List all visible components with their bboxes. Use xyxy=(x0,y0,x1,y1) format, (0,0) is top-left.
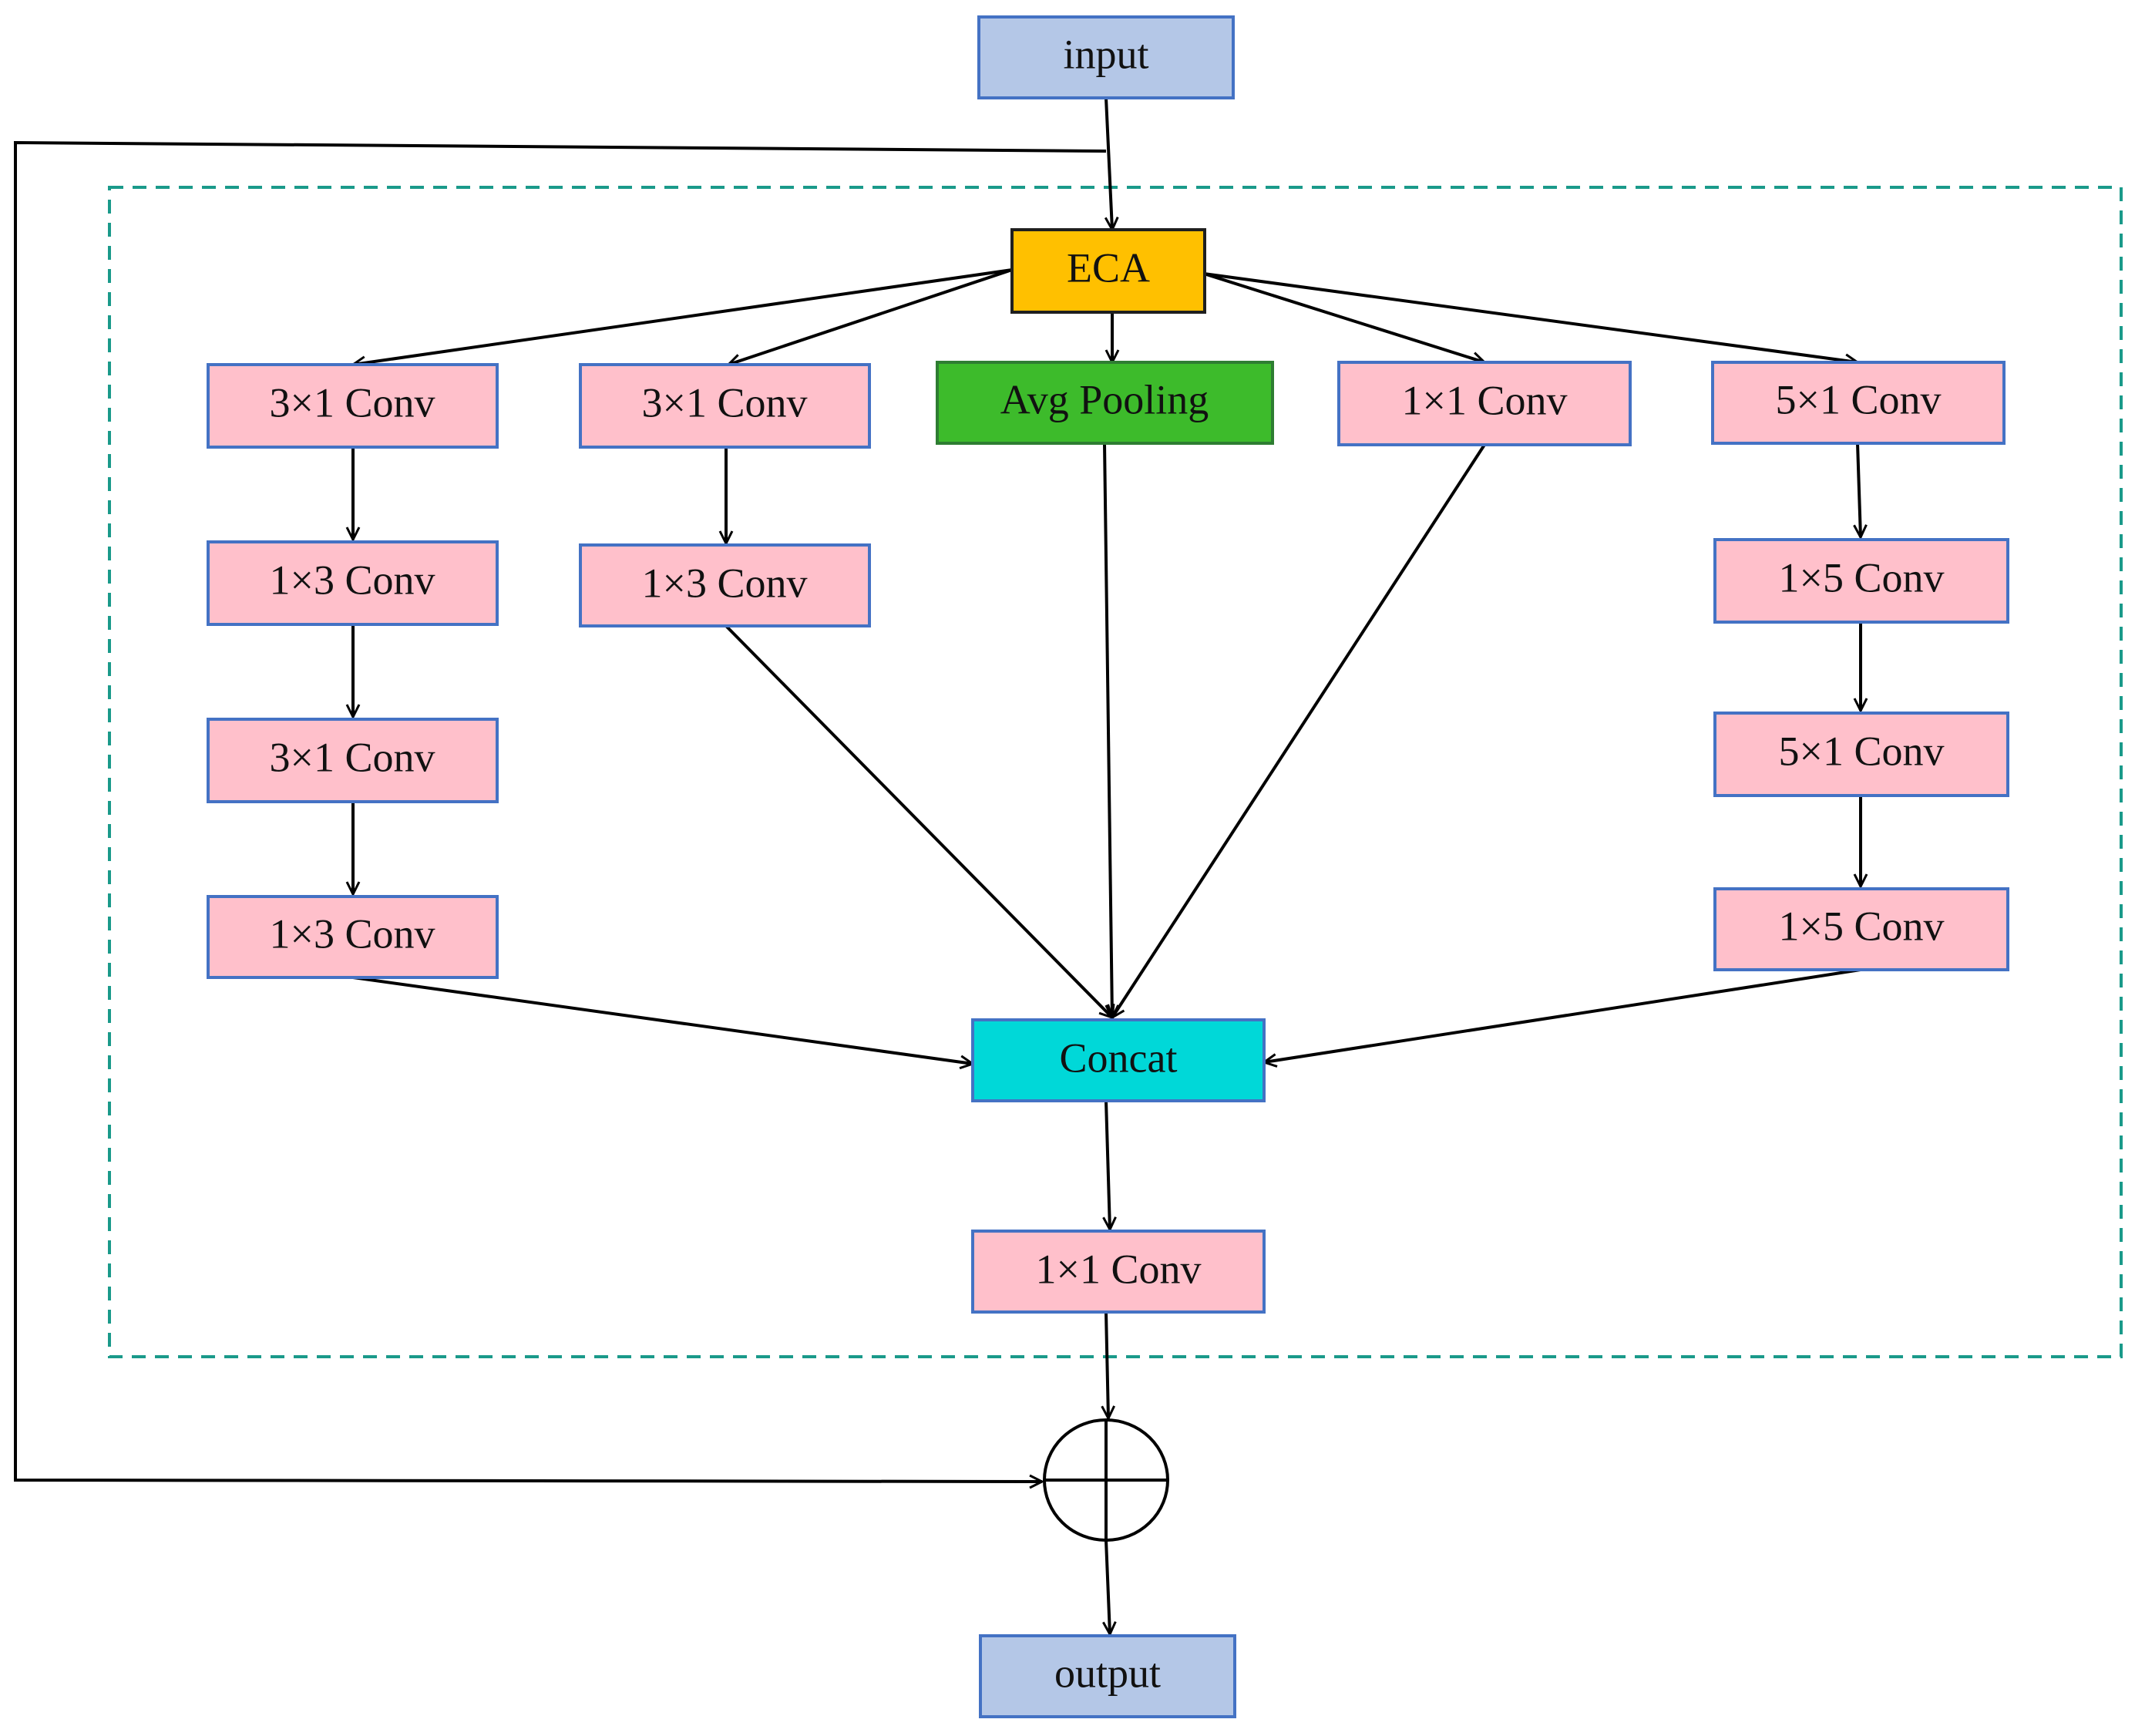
eca-label: ECA xyxy=(1067,244,1150,291)
b4-conv-1-label: 1×1 Conv xyxy=(1402,377,1568,423)
branch-2: 3×1 Conv 1×3 Conv xyxy=(579,363,871,627)
input-label: input xyxy=(1063,31,1148,77)
avg-pooling-box xyxy=(936,361,1274,445)
branch-5: 5×1 Conv 1×5 Conv 5×1 Conv 1×5 Conv xyxy=(1711,361,2009,971)
edge-b1-concat xyxy=(352,976,973,1064)
b5-conv-4-label: 1×5 Conv xyxy=(1779,903,1945,949)
input-box xyxy=(977,15,1235,99)
edge-pool-concat xyxy=(1103,442,1112,1018)
b1-conv-3-box xyxy=(207,718,499,803)
edge-add-output xyxy=(1106,1539,1110,1634)
b1-conv-4-label: 1×3 Conv xyxy=(270,910,435,957)
add-operation xyxy=(1043,1418,1169,1542)
b5-conv-2-box xyxy=(1713,538,2009,624)
edge-eca-b2 xyxy=(728,268,1013,365)
b5-conv-1-label: 5×1 Conv xyxy=(1776,376,1942,422)
b5-conv-2-label: 1×5 Conv xyxy=(1779,554,1945,601)
edge-final-add xyxy=(1106,1311,1108,1418)
avg-pooling-label: Avg Pooling xyxy=(1000,376,1209,422)
branch-1: 3×1 Conv 1×3 Conv 3×1 Conv 1×3 Conv xyxy=(207,363,499,979)
b2-conv-2-box xyxy=(579,543,871,627)
final-conv-node: 1×1 Conv xyxy=(971,1230,1266,1314)
edge-b5-1-2 xyxy=(1858,442,1861,537)
b5-conv-1-box xyxy=(1711,361,2006,445)
input-node: input xyxy=(977,15,1235,99)
edge-eca-b1 xyxy=(353,268,1013,365)
concat-box xyxy=(971,1018,1266,1102)
b5-conv-3-label: 5×1 Conv xyxy=(1779,728,1945,774)
b2-conv-1-label: 3×1 Conv xyxy=(642,379,808,426)
b1-conv-1-box xyxy=(207,363,499,449)
b2-conv-1-box xyxy=(579,363,871,449)
concat-node: Concat xyxy=(971,1018,1266,1102)
b5-conv-4-box xyxy=(1713,887,2009,971)
b1-conv-3-label: 3×1 Conv xyxy=(270,734,435,780)
b1-conv-4-box xyxy=(207,895,499,979)
output-node: output xyxy=(979,1634,1236,1718)
edge-input-eca xyxy=(1106,97,1112,230)
branch-3: Avg Pooling xyxy=(936,361,1274,445)
branch-4: 1×1 Conv xyxy=(1337,361,1632,446)
final-conv-label: 1×1 Conv xyxy=(1036,1246,1202,1292)
edges xyxy=(14,97,1861,1634)
b1-conv-1-label: 3×1 Conv xyxy=(270,379,435,426)
concat-label: Concat xyxy=(1060,1035,1178,1081)
eca-node: ECA xyxy=(1010,228,1206,314)
b2-conv-2-label: 1×3 Conv xyxy=(642,560,808,606)
b5-conv-3-box xyxy=(1713,712,2009,797)
edge-eca-b4 xyxy=(1203,272,1484,362)
edge-concat-final xyxy=(1106,1100,1110,1230)
edge-b5-concat xyxy=(1264,968,1861,1062)
eca-box xyxy=(1010,228,1206,314)
b1-conv-2-box xyxy=(207,540,499,626)
edge-eca-b5 xyxy=(1203,272,1858,362)
module-boundary xyxy=(108,186,2123,1358)
edge-b4-concat xyxy=(1112,443,1486,1018)
output-label: output xyxy=(1054,1650,1161,1696)
edge-skip-connection xyxy=(14,140,1107,1482)
final-conv-box xyxy=(971,1230,1266,1314)
output-box xyxy=(979,1634,1236,1718)
b1-conv-2-label: 1×3 Conv xyxy=(270,557,435,603)
edge-b2-concat xyxy=(725,624,1112,1018)
b4-conv-1-box xyxy=(1337,361,1632,446)
